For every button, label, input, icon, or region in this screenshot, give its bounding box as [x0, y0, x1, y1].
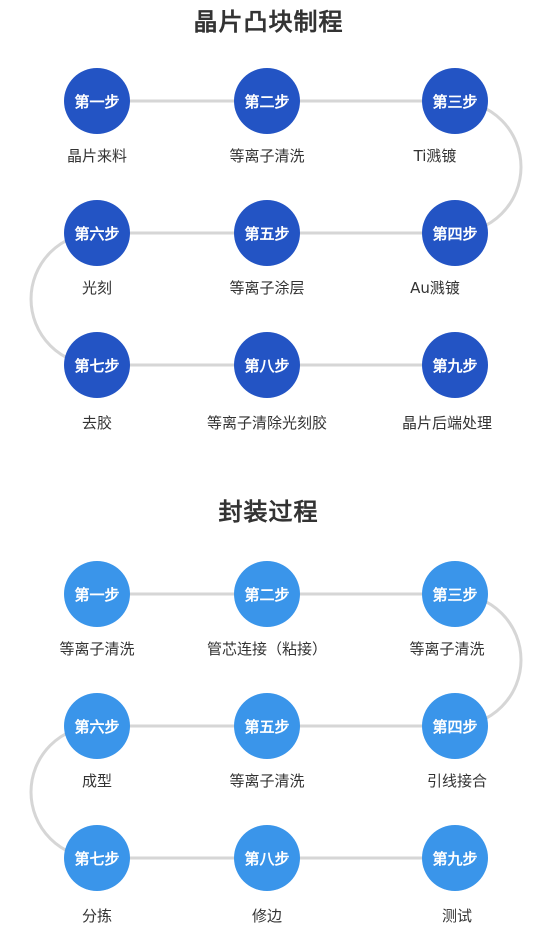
step-label: 引线接合: [426, 772, 487, 790]
step-badge: 第二步: [234, 561, 300, 627]
step-label: 等离子涂层: [229, 279, 305, 297]
step-label: 等离子清洗: [229, 772, 305, 790]
step-badge: 第一步: [64, 561, 130, 627]
bump-process-title: 晶片凸块制程: [193, 8, 344, 36]
step-label: 晶片来料: [66, 147, 127, 165]
step-label: Ti溅镀: [413, 147, 457, 165]
step-label: 成型: [81, 772, 112, 790]
step-badge: 第七步: [64, 332, 130, 398]
step-badge: 第二步: [234, 68, 300, 134]
step-label: 晶片后端处理: [401, 414, 492, 432]
step-badge: 第三步: [422, 561, 488, 627]
packaging-process-title: 封装过程: [218, 498, 319, 526]
step-label: Au溅镀: [410, 279, 460, 297]
step-badge: 第八步: [234, 825, 300, 891]
step-label: 光刻: [81, 279, 112, 297]
step-label: 等离子清洗: [59, 640, 135, 658]
step-badge: 第九步: [422, 825, 488, 891]
step-badge: 第六步: [64, 200, 130, 266]
step-label: 测试: [441, 907, 472, 925]
step-badge: 第一步: [64, 68, 130, 134]
step-badge: 第八步: [234, 332, 300, 398]
step-label: 分拣: [81, 907, 112, 925]
step-label: 管芯连接（粘接）: [206, 640, 327, 658]
step-badge: 第九步: [422, 332, 488, 398]
step-label: 修边: [251, 907, 282, 925]
step-label: 去胶: [81, 414, 112, 432]
step-label: 等离子清洗: [229, 147, 305, 165]
step-badge: 第五步: [234, 200, 300, 266]
step-badge: 第三步: [422, 68, 488, 134]
step-label: 等离子清洗: [409, 640, 485, 658]
step-badge: 第六步: [64, 693, 130, 759]
step-badge: 第五步: [234, 693, 300, 759]
step-badge: 第七步: [64, 825, 130, 891]
step-label: 等离子清除光刻胶: [206, 414, 327, 432]
step-badge: 第四步: [422, 693, 488, 759]
step-badge: 第四步: [422, 200, 488, 266]
